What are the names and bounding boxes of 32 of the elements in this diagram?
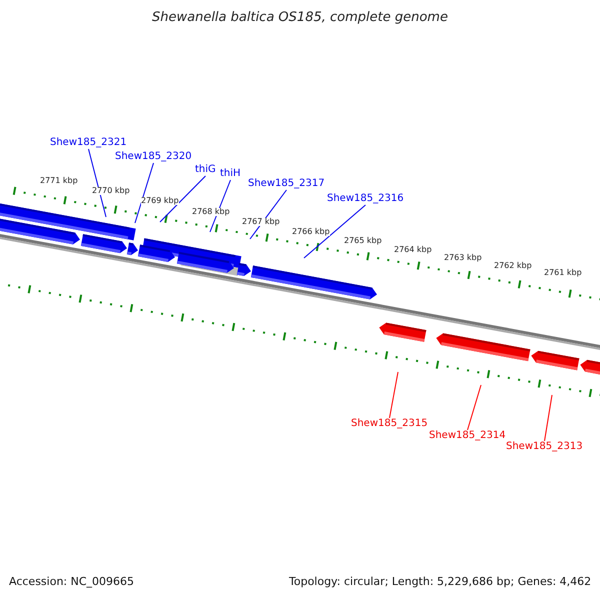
scale-label: 2767 kbp <box>242 218 280 226</box>
scale-label: 2769 kbp <box>141 197 179 205</box>
gene-label: thiG <box>195 165 216 175</box>
leader-line <box>160 176 206 222</box>
accession-text: Accession: NC_009665 <box>9 576 134 587</box>
gene-label: Shew185_2316 <box>327 194 404 204</box>
leader-line <box>389 372 398 418</box>
scale-label: 2765 kbp <box>344 237 382 245</box>
gene-label: Shew185_2315 <box>351 419 428 429</box>
scale-label: 2764 kbp <box>394 246 432 254</box>
leader-line <box>467 384 482 430</box>
leader-line <box>88 148 106 218</box>
scale-label: 2763 kbp <box>444 254 482 262</box>
leader-line <box>250 190 287 240</box>
map-title: Shewanella baltica OS185, complete genome <box>152 11 448 24</box>
scale-label: 2762 kbp <box>494 262 532 270</box>
gene-label: Shew185_2317 <box>248 179 325 189</box>
gene-label: Shew185_2321 <box>50 138 127 148</box>
gene-label: Shew185_2320 <box>115 152 192 162</box>
genome-stats-text: Topology: circular; Length: 5,229,686 bp; Genes: 4,462 <box>289 576 592 587</box>
scale-label: 2768 kbp <box>192 208 230 216</box>
leader-line <box>304 204 366 258</box>
scale-label: 2770 kbp <box>92 187 130 195</box>
gene-label: thiH <box>220 169 241 179</box>
gene-label: Shew185_2313 <box>506 442 583 452</box>
leader-line <box>210 180 231 232</box>
leader-line <box>134 162 154 224</box>
leader-line <box>544 394 552 442</box>
scale-label: 2766 kbp <box>292 228 330 236</box>
scale-label: 2761 kbp <box>544 269 582 277</box>
gene-label: Shew185_2314 <box>429 431 506 441</box>
scale-label: 2771 kbp <box>40 177 78 185</box>
